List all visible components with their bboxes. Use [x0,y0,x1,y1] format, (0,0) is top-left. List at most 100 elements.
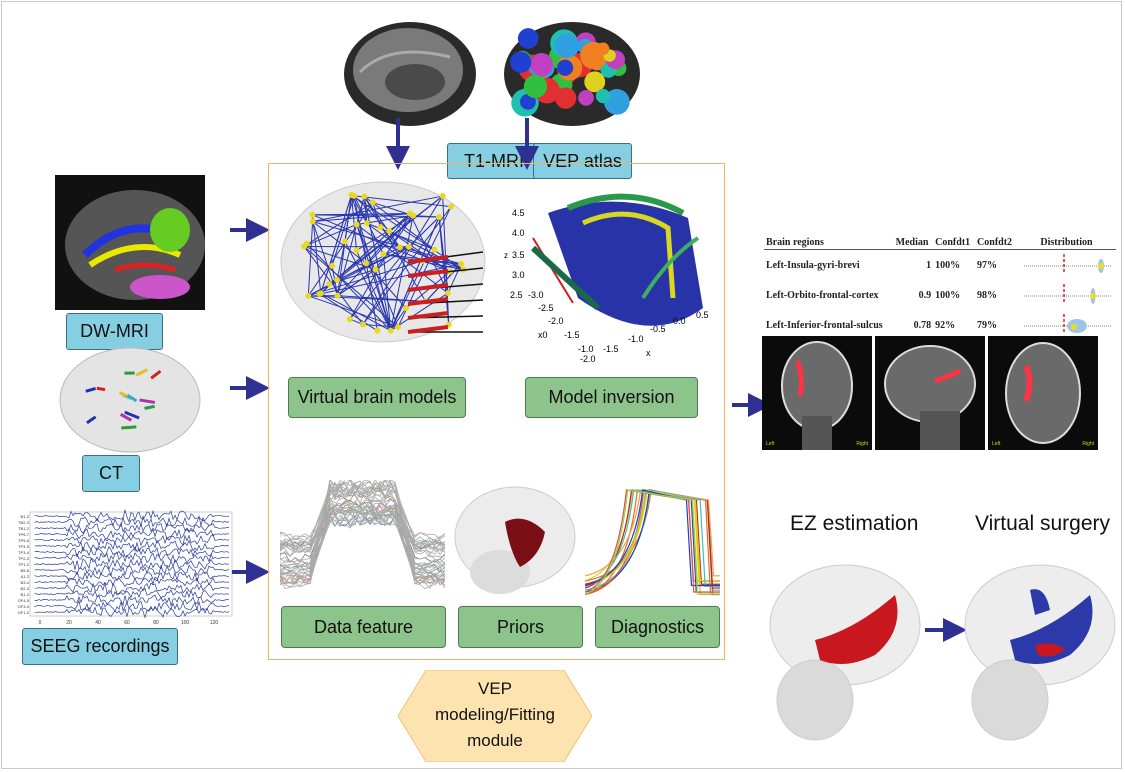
diagnostics-traces [585,489,720,596]
t1-mri-label: T1-MRI [447,143,541,179]
x0-tick: -1.0 [578,344,594,354]
feature-trace [280,513,445,550]
dw-mri-tractography-image [55,175,205,310]
x0-tick: -2.5 [538,303,554,313]
column-header: Confdt2 [975,236,1017,250]
table-row: Left-Insula-gyri-brevi 1 100% 97% [764,250,1116,281]
model-inversion-3d-plot: 4.5 4.0 3.5 z 3.0 2.5 -3.0 -2.5 -2.0 -1.… [504,193,709,363]
brain-node [458,261,465,268]
connection [413,215,440,218]
seeg-trace [34,594,230,607]
connection [363,196,401,248]
brain-node [377,224,384,231]
channel-label: TB2-3 [18,520,30,525]
vep-atlas-brain-image [504,22,640,126]
brain-node [300,243,307,250]
connection [312,213,411,222]
brain-node [309,218,316,225]
feature-trace [280,482,445,568]
connection [409,213,449,294]
atlas-region [578,90,594,106]
connection [303,245,376,270]
channel-label: TP2-3 [18,556,30,561]
seeg-trace [34,514,230,528]
virtual-brain-network-image [280,181,486,343]
feature-trace [280,487,445,557]
connection [337,269,376,297]
brain-node [402,305,409,312]
region-cell: Left-Orbito-frontal-cortex [766,289,879,301]
feature-trace [280,480,445,545]
x-tick: -2.0 [580,354,596,363]
connection [319,293,378,332]
feature-trace [280,486,445,567]
left-marker: Left [992,441,1001,447]
channel-label: TP4-5 [18,544,30,549]
model-inversion-label: Model inversion [525,377,698,418]
ez-estimation-brain [769,564,921,741]
channel-label: OF3-4 [18,604,30,609]
connection [356,215,414,251]
connection [336,241,346,281]
brain-node [387,327,394,334]
seeg-x-tick: 60 [124,620,130,626]
connection [303,223,357,247]
seeg-trace [34,606,230,619]
x-tick: -1.0 [628,334,644,344]
seeg-trace [34,599,230,613]
x-axis-label: x [646,348,651,358]
seeg-x-tick: 20 [66,620,72,626]
channel-label: B1-2 [21,592,30,597]
diagnostic-trace [585,489,720,595]
results-table: Brain regions Median Confdt1 Confdt2 Dis… [764,236,1116,340]
electrode-contacts [407,269,449,278]
brain-node [334,292,341,299]
right-marker: Right [1082,441,1094,447]
z-tick: 4.5 [512,208,525,218]
brain-node [359,321,366,328]
connection [303,246,364,325]
seeg-recordings-plot: B1-2TB2-3TB1-2TP6-7TP5-6TP4-5TP3-4TP2-3T… [18,508,233,626]
right-marker: Right [856,441,868,447]
connection [390,206,452,331]
virtual-surgery-brain [964,564,1116,741]
connection [353,195,367,264]
region-cell: Left-Inferior-frontal-sulcus [766,319,883,331]
atlas-region [554,87,577,109]
feature-trace [280,502,445,570]
brain-node [395,324,402,331]
electrode-contacts [407,297,449,306]
brain-node [448,203,455,210]
atlas-region [523,74,548,99]
seeg-trace [34,527,230,541]
seeg-x-tick: 100 [181,620,190,626]
module-title-line: module [467,731,523,750]
z-tick: 3.0 [512,270,525,280]
brain-node [372,266,379,273]
data-feature-traces [280,480,445,590]
channel-label: B5-6 [21,568,30,573]
x-tick: -0.5 [650,324,666,334]
connection [351,194,368,224]
x-tick: 0.0 [673,316,686,326]
atlas-region [520,93,536,110]
module-title: VEP modeling/Fitting module [398,676,592,754]
electrode-contacts [407,255,449,264]
module-title-line: VEP [477,679,513,698]
x0-tick: -2.0 [548,316,564,326]
distribution-violin [1024,253,1111,274]
connection [375,215,414,270]
connection [349,246,410,320]
connection [306,243,392,331]
channel-label: B2-3 [21,586,30,591]
ct-label: CT [82,455,140,492]
median-cell: 0.78 [913,319,932,331]
feature-trace [280,481,445,590]
connection [380,226,401,248]
confdt1-cell: 100% [935,289,961,301]
vep-module-box [268,163,725,660]
brain-node [439,193,446,200]
confdt1-cell: 92% [935,319,956,331]
